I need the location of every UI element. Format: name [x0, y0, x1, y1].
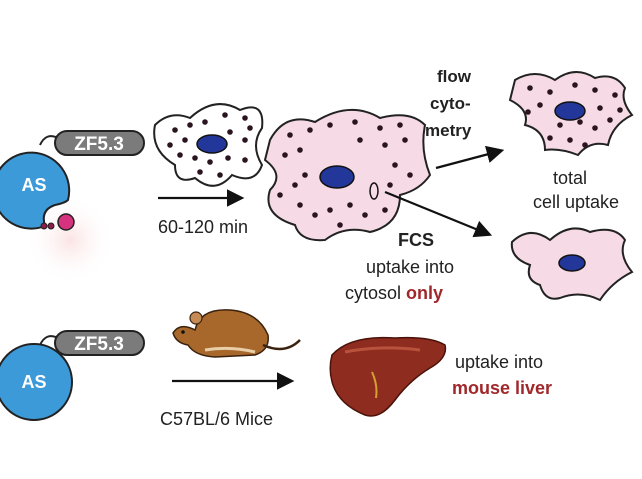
cargo-dot	[407, 172, 413, 178]
glow	[25, 195, 115, 285]
bottom-construct: ZF5.3 AS	[0, 330, 145, 421]
flow-label-3: metry	[425, 121, 472, 140]
liver-illustration	[329, 336, 447, 417]
cargo-dot	[357, 137, 363, 143]
cargo-dot	[217, 172, 223, 178]
cargo-dot	[297, 147, 303, 153]
cargo-dot	[612, 92, 618, 98]
cargo-dot	[572, 82, 578, 88]
top-construct: ZF5.3 AS	[0, 130, 145, 285]
cargo-dot	[327, 122, 333, 128]
cargo-dot	[362, 212, 368, 218]
cargo-dot	[187, 122, 193, 128]
cargo-dot	[242, 137, 248, 143]
cargo-dot	[592, 87, 598, 93]
cargo-dot	[292, 182, 298, 188]
zf53-label: ZF5.3	[74, 334, 124, 355]
endosome	[369, 182, 379, 200]
cargo-dot	[537, 102, 543, 108]
nucleus	[558, 254, 586, 272]
cargo-dot	[597, 105, 603, 111]
cargo-dot	[547, 135, 553, 141]
cargo-dot	[525, 109, 531, 115]
cargo-tag	[57, 213, 75, 231]
cargo-dot	[242, 157, 248, 163]
cargo-dot	[397, 122, 403, 128]
cargo-dot	[167, 142, 173, 148]
nucleus	[319, 165, 355, 189]
cargo-dot	[577, 119, 583, 125]
zf53-label: ZF5.3	[74, 134, 124, 155]
cargo-dot	[607, 117, 613, 123]
cargo-dot	[347, 202, 353, 208]
liver-label-1: uptake into	[455, 352, 543, 372]
cargo-dot	[192, 155, 198, 161]
cargo-dot	[387, 182, 393, 188]
cargo-dot	[172, 127, 178, 133]
cargo-dot	[202, 119, 208, 125]
as-protein	[0, 151, 71, 230]
flow-label-2: cyto-	[430, 94, 471, 113]
cargo-dot	[327, 207, 333, 213]
cell-cytosol-uptake	[510, 227, 634, 302]
cytosol-label-1: uptake into	[366, 257, 454, 277]
total-label-2: cell uptake	[533, 192, 619, 212]
mouse-illustration	[172, 309, 301, 358]
cargo-dot	[557, 122, 563, 128]
incubation-time: 60-120 min	[158, 217, 248, 237]
only-emphasis: only	[406, 283, 443, 303]
cargo-dot	[527, 85, 533, 91]
cargo-dots	[167, 82, 623, 228]
zf53-tag	[54, 130, 145, 156]
cell-total-uptake	[508, 71, 634, 157]
cargo-dot	[247, 125, 253, 131]
cell-treated	[263, 108, 432, 242]
cargo-dot	[547, 89, 553, 95]
nucleus	[554, 101, 586, 121]
flow-label-1: flow	[437, 67, 472, 86]
cargo-dot	[377, 125, 383, 131]
cargo-dot	[297, 202, 303, 208]
arrow-fcs	[384, 190, 493, 238]
cargo-dot	[312, 212, 318, 218]
cargo-dot	[227, 129, 233, 135]
zf53-tag	[54, 330, 145, 356]
cargo-dot	[222, 112, 228, 118]
cargo-dot	[382, 207, 388, 213]
cargo-dot	[277, 192, 283, 198]
cargo-dot	[382, 142, 388, 148]
cargo-dot	[197, 169, 203, 175]
nucleus	[196, 134, 228, 154]
total-label-1: total	[553, 168, 587, 188]
cargo-dot	[402, 137, 408, 143]
cell-untreated	[153, 103, 264, 187]
cargo-dot	[242, 115, 248, 121]
fcs-label: FCS	[398, 230, 434, 250]
cargo-dot	[287, 132, 293, 138]
cargo-dot	[592, 125, 598, 131]
cargo-dot	[392, 162, 398, 168]
liver-label-2: mouse liver	[452, 378, 552, 398]
arrow-flow	[435, 145, 505, 170]
cargo-dot	[352, 119, 358, 125]
cargo-dot	[567, 137, 573, 143]
cytosol-label-2: cytosol only	[345, 283, 443, 303]
mouse-strain-label: C57BL/6 Mice	[160, 409, 273, 429]
cargo-dot	[302, 172, 308, 178]
cargo-dot	[282, 152, 288, 158]
cargo-dot	[337, 222, 343, 228]
cargo-dot	[207, 159, 213, 165]
as-label: AS	[21, 175, 46, 195]
as-label: AS	[21, 372, 46, 392]
cargo-dot	[177, 152, 183, 158]
cargo-dot	[582, 142, 588, 148]
as-protein	[0, 343, 73, 421]
cargo-dot	[225, 155, 231, 161]
cargo-dot	[617, 107, 623, 113]
cargo-dot	[307, 127, 313, 133]
cargo-dot	[182, 137, 188, 143]
